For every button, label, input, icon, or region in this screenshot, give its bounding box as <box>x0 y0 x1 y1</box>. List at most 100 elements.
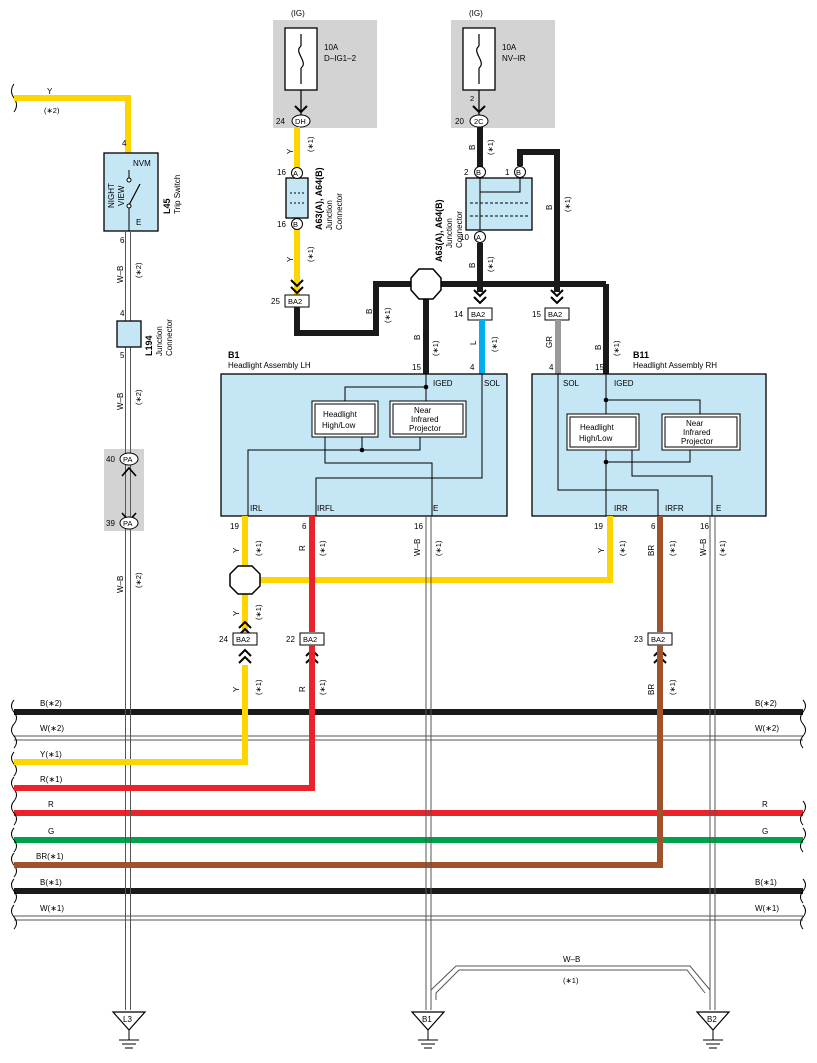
pin-number: 2 <box>464 168 469 177</box>
wire-b-splice <box>294 281 411 336</box>
ground-b2: B2 <box>695 1011 731 1049</box>
component-name: Headlight Assembly RH <box>633 361 717 370</box>
bus-label-left: R <box>48 800 54 809</box>
bus-harness <box>11 83 806 930</box>
terminal-label: NVM <box>133 159 151 168</box>
wire-color-label: B <box>594 345 603 350</box>
inner-block-label: Projector <box>409 424 441 433</box>
trip-switch-l45: 4 NVM E NIGHT VIEW 6 L45 Trip Switch <box>103 139 182 245</box>
connector-label: BA2 <box>651 635 665 644</box>
terminal-label: IRR <box>614 504 628 513</box>
ground-b1: B1 <box>410 1011 446 1049</box>
connector-label: PA <box>123 519 132 528</box>
inner-block-label: High/Low <box>579 434 613 443</box>
wire-color-label: Y <box>286 148 295 154</box>
inner-block-label: High/Low <box>322 421 356 430</box>
wire-note: (∗1) <box>306 246 315 262</box>
pin-number: 6 <box>651 522 656 531</box>
headlight-assembly-rh: B11 Headlight Assembly RH 4 15 SOL IGED … <box>531 350 767 531</box>
inner-block-label: Headlight <box>323 410 358 419</box>
junction-connector-right: 2 B 1 B 10 A A63(A), A64(B) Junction Con… <box>434 166 533 262</box>
ba2-connector-24: BA2 24 <box>219 620 258 664</box>
pin-number: 16 <box>700 522 709 531</box>
wire-color-label: R <box>298 686 307 692</box>
wire-color-label: W–B <box>413 539 422 556</box>
component-name: Junction <box>325 200 334 230</box>
wire-note: (∗1) <box>254 540 263 556</box>
component-name: Connector <box>165 319 174 356</box>
component-id: A63(A), A64(B) <box>314 167 324 230</box>
wire-note: (∗1) <box>254 604 263 620</box>
wire-note: (∗1) <box>383 307 392 323</box>
wire-note: (∗1) <box>563 976 579 985</box>
pin-number: 19 <box>594 522 603 531</box>
pin-number: 19 <box>230 522 239 531</box>
headlight-assembly-lh: B1 Headlight Assembly LH 15 4 IGED SOL H… <box>220 350 508 531</box>
pin-number: 16 <box>414 522 423 531</box>
wire-color-label: B <box>413 335 422 340</box>
terminal-label: E <box>716 504 721 513</box>
fuse-inner-pin: 2 <box>470 94 474 103</box>
component-id: L194 <box>144 335 154 356</box>
terminal-label: E <box>433 504 438 513</box>
wire-br-harness <box>14 645 663 868</box>
connector-label: B <box>293 220 298 229</box>
pin-number: 14 <box>454 310 463 319</box>
pin-number: 23 <box>634 635 643 644</box>
wire-color-label: GR <box>545 336 554 348</box>
wire-color-label: B <box>468 145 477 150</box>
wire-color-label: B <box>468 263 477 268</box>
switch-label: VIEW <box>117 185 126 206</box>
connector-label: PA <box>123 455 132 464</box>
pin-number: 16 <box>277 220 286 229</box>
wire-color-label: Y <box>232 547 241 553</box>
wire-color-label: W–B <box>563 955 580 964</box>
component-id: L45 <box>162 198 172 214</box>
wire-y-top <box>14 95 131 153</box>
fuse-name: NV–IR <box>502 54 526 63</box>
pin-number: 39 <box>106 519 115 528</box>
ba2-connector-22: BA2 22 <box>286 632 325 664</box>
wire-color-label: W–B <box>699 539 708 556</box>
pin-number: 16 <box>277 168 286 177</box>
pin-number: 10 <box>460 233 469 242</box>
connector-label: B <box>516 168 521 177</box>
pin-number: 24 <box>219 635 228 644</box>
terminal-label: SOL <box>484 379 501 388</box>
fuse-rating: 10A <box>324 43 339 52</box>
fuse-source-label: (IG) <box>291 9 305 18</box>
wire-color-label: BR <box>647 684 656 695</box>
component-name: Headlight Assembly LH <box>228 361 311 370</box>
pin-number: 15 <box>595 363 604 372</box>
connector-label: BA2 <box>303 635 317 644</box>
wire-note: (∗1) <box>254 679 263 695</box>
component-id: B1 <box>228 350 240 360</box>
bus-label-left: R(∗1) <box>40 775 63 784</box>
inner-block-label: Headlight <box>580 423 615 432</box>
inner-block-label: Infrared <box>683 428 711 437</box>
bus-label-right: B(∗2) <box>755 699 777 708</box>
wire-note: (∗1) <box>668 540 677 556</box>
terminal-label: IRFL <box>317 504 335 513</box>
bus-label-left: G <box>48 827 54 836</box>
wire-note: (∗1) <box>434 540 443 556</box>
terminal-label: IRFR <box>665 504 684 513</box>
pin-number: 25 <box>271 297 280 306</box>
wire-note: (∗1) <box>668 679 677 695</box>
pin-number: 24 <box>276 117 285 126</box>
pin-number: 1 <box>505 168 510 177</box>
wire-note: (∗2) <box>44 106 60 115</box>
pin-number: 22 <box>286 635 295 644</box>
bus-label-left: Y(∗1) <box>40 750 62 759</box>
splice-point-top <box>410 268 442 300</box>
connector-label: DH <box>295 117 306 126</box>
terminal-label: IGED <box>614 379 634 388</box>
bus-label-right: R <box>762 800 768 809</box>
wire-color-label: Y <box>47 87 53 96</box>
bus-label-left: B(∗1) <box>40 878 62 887</box>
connector-label: 2C <box>474 117 484 126</box>
wire-color-label: R <box>298 545 307 551</box>
component-name: Junction <box>445 218 454 248</box>
wire-note: (∗2) <box>134 262 143 278</box>
